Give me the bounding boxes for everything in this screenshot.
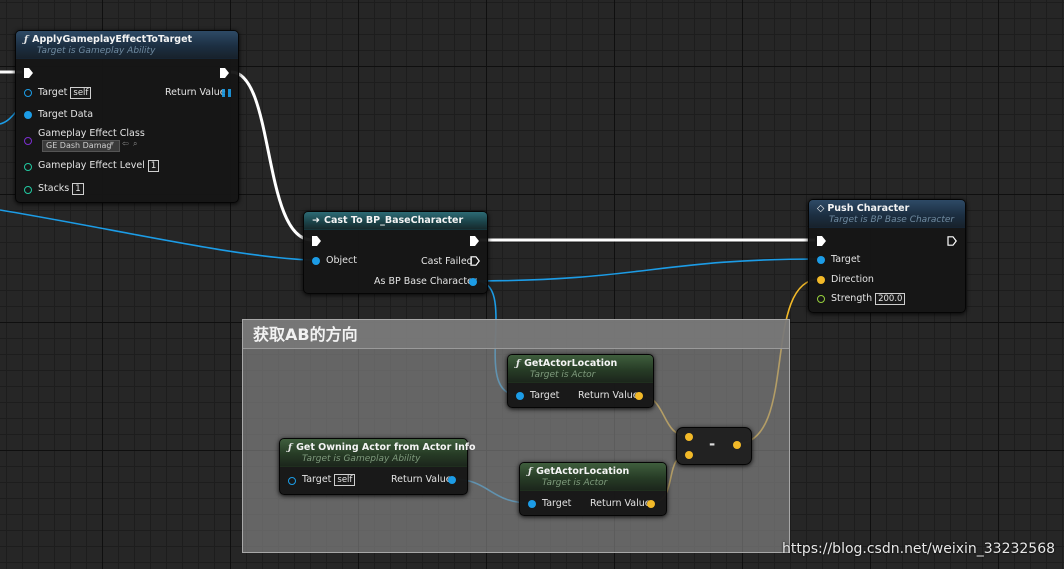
strength-label: Strength (831, 293, 873, 304)
stacks-field[interactable]: 1 (72, 183, 84, 195)
node-push-character[interactable]: ◇Push Character Target is BP Base Charac… (808, 199, 966, 313)
node-title: GetActorLocation (536, 466, 630, 477)
cast-arrow-icon: ➜ (312, 215, 320, 226)
target-pin[interactable] (288, 477, 296, 485)
return-value-pin[interactable] (635, 392, 643, 400)
effect-level-field[interactable]: 1 (147, 160, 160, 172)
target-label: Target (38, 87, 68, 98)
function-f-icon: ƒ (516, 358, 521, 369)
node-subtitle: Target is Actor (542, 478, 608, 488)
event-diamond-icon: ◇ (817, 203, 825, 214)
object-wire-left-top (0, 111, 17, 125)
subtract-input-a-pin[interactable] (685, 433, 693, 441)
browse-search-icon[interactable]: ⌕ (133, 139, 138, 148)
as-base-character-label: As BP Base Character (374, 276, 477, 287)
target-self-field[interactable]: self (334, 474, 356, 486)
strength-field[interactable]: 200.0 (875, 293, 906, 305)
cast-failed-label: Cast Failed (421, 256, 473, 267)
target-label: Target (302, 474, 332, 485)
node-subtitle: Target is Gameplay Ability (37, 46, 156, 56)
strength-pin[interactable] (817, 295, 825, 303)
function-f-icon: ƒ (24, 34, 29, 45)
return-value-label: Return Value (590, 498, 651, 509)
exec-out-pin[interactable] (947, 236, 957, 246)
function-f-icon: ƒ (528, 466, 533, 477)
return-value-pin[interactable] (647, 500, 655, 508)
target-pin[interactable] (528, 500, 536, 508)
node-subtitle: Target is BP Base Character (829, 215, 955, 225)
effect-class-value: GE Dash Damag (46, 141, 112, 150)
effect-class-dropdown[interactable]: GE Dash Damag (42, 140, 120, 152)
node-vector-subtract[interactable]: - (676, 427, 752, 465)
target-pin[interactable] (516, 392, 524, 400)
return-value-label: Return Value (391, 474, 452, 485)
as-base-character-pin[interactable] (469, 278, 477, 286)
comment-title[interactable]: 获取AB的方向 (243, 320, 789, 349)
object-pin[interactable] (312, 257, 320, 265)
target-label: Target (542, 498, 572, 509)
target-pin[interactable] (817, 256, 825, 264)
node-cast-to-base-character[interactable]: ➜Cast To BP_BaseCharacter Object Cast Fa… (303, 211, 488, 294)
exec-in-pin[interactable] (23, 68, 33, 78)
target-label: Target (831, 254, 861, 265)
object-label: Object (326, 255, 357, 266)
use-selected-arrow-icon[interactable]: ⇦ (122, 139, 129, 148)
effect-class-label: Gameplay Effect Class (38, 128, 145, 139)
exec-out-pin[interactable] (219, 68, 229, 78)
return-value-pin[interactable] (448, 476, 456, 484)
chevron-down-icon[interactable]: ▾ (110, 139, 115, 148)
effect-class-pin[interactable] (24, 137, 32, 145)
node-title: ApplyGameplayEffectToTarget (32, 34, 193, 45)
exec-wire-apply-to-cast (230, 70, 313, 242)
node-title: Get Owning Actor from Actor Info (296, 442, 476, 453)
stacks-label: Stacks (38, 183, 70, 194)
node-header[interactable]: ◇Push Character Target is BP Base Charac… (809, 200, 965, 228)
node-subtitle: Target is Gameplay Ability (302, 454, 421, 464)
node-title: Push Character (827, 203, 910, 214)
target-label: Target (530, 390, 560, 401)
direction-pin[interactable] (817, 276, 825, 284)
object-wire-cast-to-push (471, 258, 819, 282)
exec-in-pin[interactable] (311, 236, 321, 246)
node-subtitle: Target is Actor (530, 370, 596, 380)
target-data-label: Target Data (38, 109, 94, 120)
function-f-icon: ƒ (288, 442, 293, 453)
node-title: Cast To BP_BaseCharacter (323, 215, 464, 226)
direction-label: Direction (831, 274, 874, 285)
subtract-operator: - (709, 435, 716, 453)
subtract-input-b-pin[interactable] (685, 451, 693, 459)
effect-level-label: Gameplay Effect Level (38, 160, 145, 171)
return-value-label: Return Value (578, 390, 639, 401)
target-data-pin[interactable] (24, 111, 32, 119)
subtract-output-pin[interactable] (733, 441, 741, 449)
target-self-field[interactable]: self (70, 87, 92, 99)
stacks-pin[interactable] (24, 186, 32, 194)
node-title: GetActorLocation (524, 358, 618, 369)
watermark-url: https://blog.csdn.net/weixin_33232568 (782, 541, 1056, 557)
struct-pin-icon[interactable] (222, 89, 231, 97)
target-pin[interactable] (24, 89, 32, 97)
effect-level-pin[interactable] (24, 163, 32, 171)
object-wire-to-cast (0, 209, 313, 261)
exec-out-pin[interactable] (469, 236, 479, 246)
cast-failed-exec-pin[interactable] (470, 256, 480, 266)
exec-in-pin[interactable] (816, 236, 826, 246)
node-header[interactable]: ➜Cast To BP_BaseCharacter (304, 212, 487, 230)
return-value-label: Return Value (165, 87, 226, 98)
